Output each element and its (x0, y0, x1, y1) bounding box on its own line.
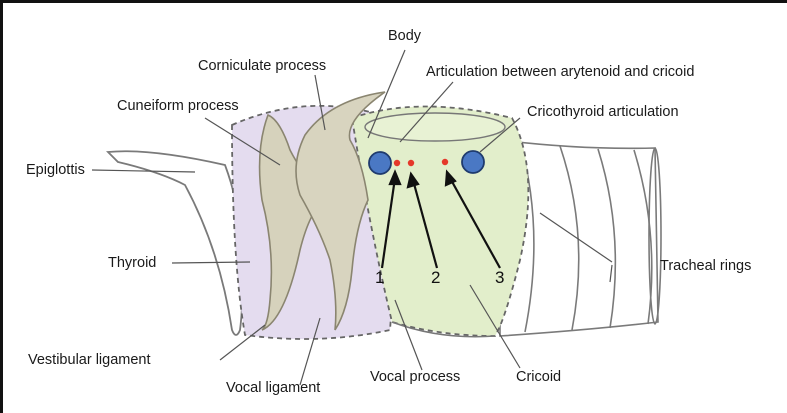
epiglottis (108, 151, 243, 335)
point-1 (394, 160, 400, 166)
label-epiglottis: Epiglottis (26, 162, 85, 178)
label-articulation-arytenoid-cricoid: Articulation between arytenoid and crico… (426, 64, 694, 80)
label-cricoid: Cricoid (516, 369, 561, 385)
label-vocal-ligament: Vocal ligament (226, 380, 320, 396)
marker-2: 2 (431, 270, 440, 286)
label-cuneiform-process: Cuneiform process (117, 98, 239, 114)
arytenoid-cricoid-joint-left (369, 152, 391, 174)
label-corniculate-process: Corniculate process (198, 58, 326, 74)
marker-1: 1 (375, 270, 384, 286)
label-body: Body (388, 28, 421, 44)
point-3 (442, 159, 448, 165)
point-2 (408, 160, 414, 166)
label-tracheal-rings: Tracheal rings (660, 258, 751, 274)
label-cricothyroid-articulation: Cricothyroid articulation (527, 104, 679, 120)
label-vocal-process: Vocal process (370, 369, 460, 385)
marker-3: 3 (495, 270, 504, 286)
label-vestibular-ligament: Vestibular ligament (28, 352, 151, 368)
cricothyroid-joint (462, 151, 484, 173)
label-thyroid: Thyroid (108, 255, 156, 271)
